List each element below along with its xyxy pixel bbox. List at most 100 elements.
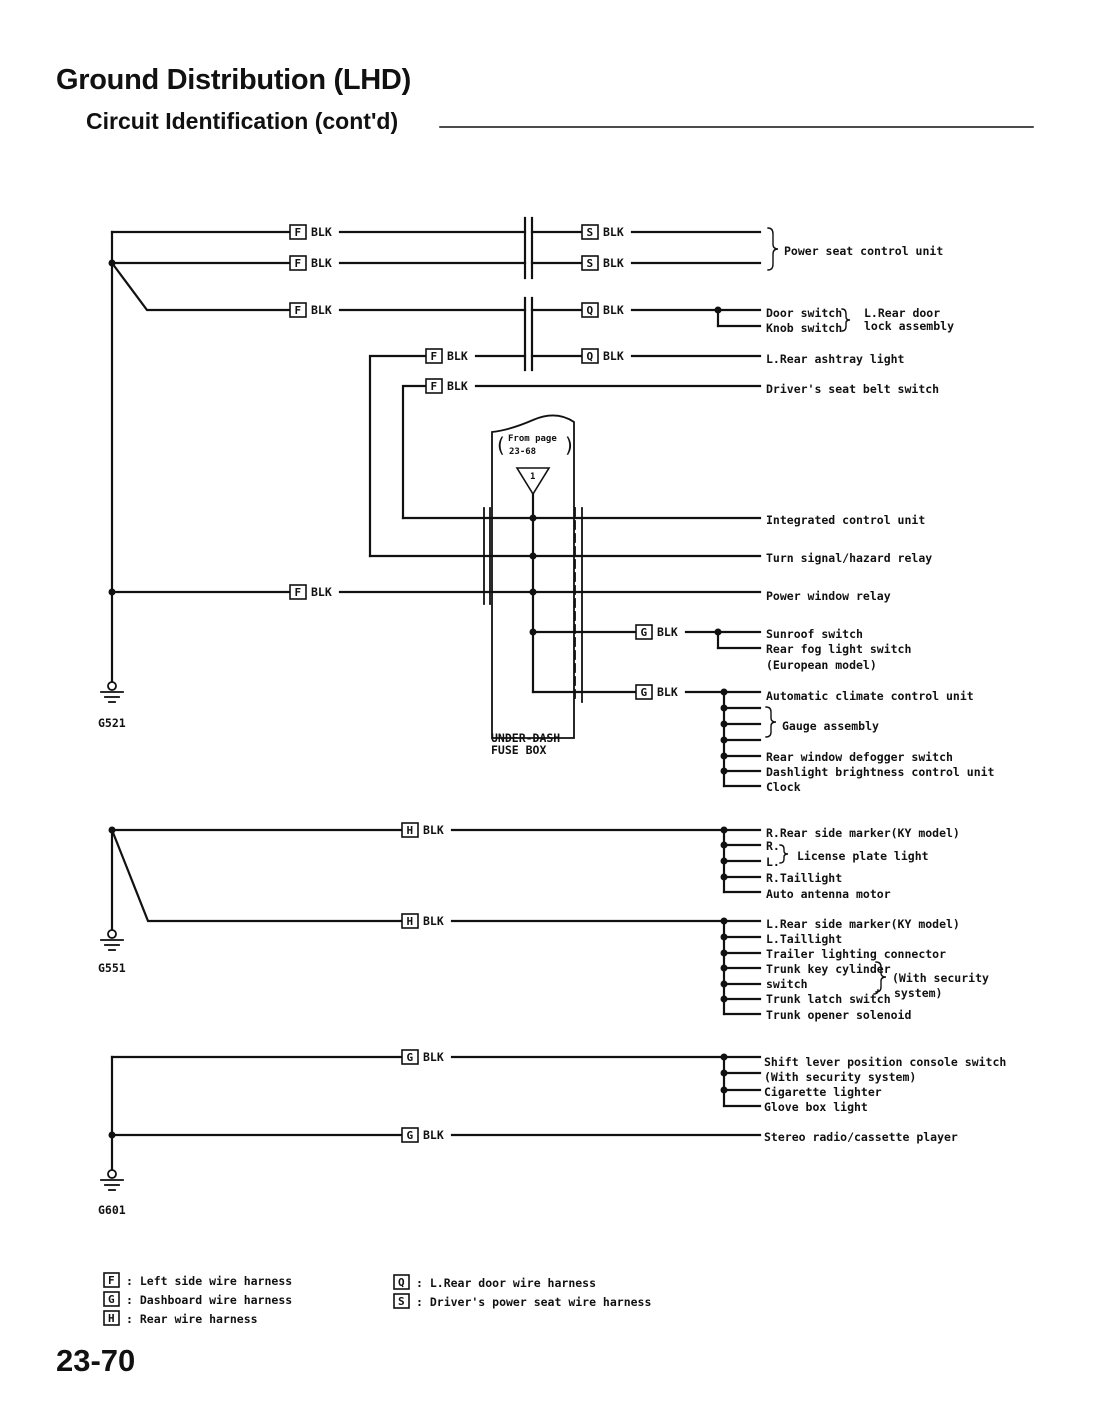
legend-code-f: F [108, 1274, 115, 1287]
fuse-box-ground-marker: 1 [530, 472, 535, 482]
connector-letter: Q [587, 304, 594, 317]
connector-letter: F [431, 380, 438, 393]
label-license-plate-light: License plate light [797, 849, 929, 863]
page-title: Ground Distribution (LHD) [56, 64, 411, 96]
connector-letter: F [295, 257, 302, 270]
legend-text-g: : Dashboard wire harness [126, 1293, 292, 1307]
connector-h-blk: H BLK [401, 913, 444, 929]
connector-box [635, 624, 653, 640]
wire-color-label: BLK [423, 1128, 444, 1142]
wire-color-label: BLK [311, 303, 332, 317]
label-door-switch: Door switch [766, 306, 842, 320]
connector-f-blk: F BLK [425, 378, 468, 394]
label-rear-window-defogger-switch: Rear window defogger switch [766, 750, 953, 764]
connector-g-blk: G BLK [401, 1127, 444, 1143]
label-r-short: R. [766, 839, 780, 853]
legend-text-q: : L.Rear door wire harness [416, 1276, 596, 1290]
label-automatic-climate-control-unit: Automatic climate control unit [766, 689, 974, 703]
connector-box [289, 224, 307, 240]
connector-letter: F [295, 304, 302, 317]
label-european-model: (European model) [766, 658, 877, 672]
brace-power-seat [767, 227, 779, 271]
legend-text-f: : Left side wire harness [126, 1274, 292, 1288]
ground-symbol-g551 [100, 929, 124, 951]
wire-color-label: BLK [603, 256, 624, 270]
connector-box [581, 348, 599, 364]
connector-letter: F [295, 586, 302, 599]
label-l-rear-door: L.Rear door [864, 306, 940, 320]
label-knob-switch: Knob switch [766, 321, 842, 335]
wire-color-label: BLK [423, 1050, 444, 1064]
connector-letter: Q [587, 350, 594, 363]
connector-g-blk: G BLK [635, 684, 678, 700]
connector-box [581, 255, 599, 271]
connector-box [401, 822, 419, 838]
label-cigarette-lighter: Cigarette lighter [764, 1085, 882, 1099]
connector-letter: S [587, 226, 594, 239]
connector-letter: F [295, 226, 302, 239]
wire-color-label: BLK [657, 685, 678, 699]
label-l-rear-ashtray-light: L.Rear ashtray light [766, 352, 905, 366]
label-sunroof-switch: Sunroof switch [766, 627, 863, 641]
label-r-rear-side-marker: R.Rear side marker(KY model) [766, 826, 960, 840]
wire-color-label: BLK [603, 349, 624, 363]
wire-seatbelt-loop [401, 384, 428, 520]
wire-color-label: BLK [603, 225, 624, 239]
connector-letter: F [431, 350, 438, 363]
label-with-security-system: (With security system) [764, 1070, 916, 1084]
connector-q-blk: Q BLK [581, 302, 624, 318]
ground-label-g601: G601 [98, 1203, 126, 1217]
connector-box [289, 302, 307, 318]
label-l-short: L. [766, 855, 780, 869]
label-l-rear-side-marker: L.Rear side marker(KY model) [766, 917, 960, 931]
fuse-box-ground-triangle [515, 467, 551, 496]
connector-letter: G [641, 626, 648, 639]
wire-color-label: BLK [603, 303, 624, 317]
label-l-taillight: L.Taillight [766, 932, 842, 946]
legend-code-g: G [108, 1293, 115, 1306]
wire-color-label: BLK [423, 823, 444, 837]
ground-symbol-g601 [100, 1169, 124, 1191]
label-integrated-control-unit: Integrated control unit [766, 513, 925, 527]
connector-s-blk: S BLK [581, 224, 624, 240]
connector-box [401, 1127, 419, 1143]
fuse-box-label-1: UNDER-DASH [491, 731, 560, 745]
connector-letter: G [641, 686, 648, 699]
label-trunk-key-cylinder: Trunk key cylinder [766, 962, 891, 976]
label-turn-signal-hazard-relay: Turn signal/hazard relay [766, 551, 932, 565]
connector-box [289, 584, 307, 600]
connector-box [425, 378, 443, 394]
wire-color-label: BLK [447, 379, 468, 393]
fuse-box-outline [491, 414, 575, 739]
wire-turn-signal-loop [368, 354, 428, 558]
ground-label-g551: G551 [98, 961, 126, 975]
wire-color-label: BLK [423, 914, 444, 928]
wire-color-label: BLK [311, 585, 332, 599]
connector-f-blk: F BLK [425, 348, 468, 364]
ground-label-g521: G521 [98, 716, 126, 730]
connector-letter: G [407, 1129, 414, 1142]
connector-letter: G [407, 1051, 414, 1064]
connector-letter: H [407, 915, 414, 928]
label-auto-antenna-motor: Auto antenna motor [766, 887, 891, 901]
ground-symbol-g521 [100, 681, 124, 703]
connector-s-blk: S BLK [581, 255, 624, 271]
connector-letter: S [587, 257, 594, 270]
label-gauge-assembly: Gauge assembly [782, 719, 879, 733]
label-rear-fog-light-switch: Rear fog light switch [766, 642, 911, 656]
legend-text-h: : Rear wire harness [126, 1312, 258, 1326]
connector-g-blk: G BLK [401, 1049, 444, 1065]
wire-color-label: BLK [447, 349, 468, 363]
wire-color-label: BLK [311, 225, 332, 239]
fuse-box-label-2: FUSE BOX [491, 743, 546, 757]
connector-box [425, 348, 443, 364]
label-trunk-opener-solenoid: Trunk opener solenoid [766, 1008, 911, 1022]
label-stereo-radio-cassette-player: Stereo radio/cassette player [764, 1130, 958, 1144]
connector-f-blk: F BLK [289, 224, 332, 240]
legend-code-s: S [398, 1295, 405, 1308]
wire-color-label: BLK [311, 256, 332, 270]
label-lock-assembly: lock assembly [864, 319, 954, 333]
